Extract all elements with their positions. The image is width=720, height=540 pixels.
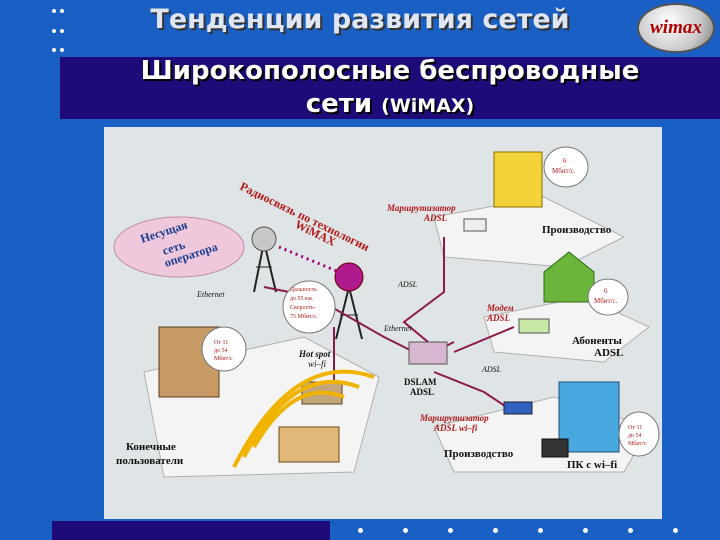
- tower-right-icon: [334, 262, 364, 340]
- dslam-label-1: DSLAM: [404, 377, 437, 387]
- distance-note-4: 75 Мбит/с.: [290, 313, 318, 320]
- subscribers-label-2: ADSL: [594, 347, 623, 359]
- cable-adsl-modem: [453, 326, 515, 353]
- wifi-router-icon: [503, 401, 533, 415]
- ethernet-left-label: Ethernet: [196, 290, 225, 299]
- adsl-label-2: ADSL: [481, 365, 502, 374]
- slide-title-top: Тенденции развития сетей: [150, 4, 570, 35]
- title-sub-ru: сети: [305, 89, 373, 119]
- dslam-label-2: ADSL: [410, 387, 434, 397]
- distance-note-2: до 55 км.: [290, 296, 314, 302]
- speed-hotspot-2: до 54: [214, 348, 228, 354]
- wifi-waves: [232, 369, 375, 468]
- title-band: [60, 57, 720, 119]
- decor-dots-bottom: [330, 528, 720, 534]
- speed-factory-1: 6: [563, 157, 567, 165]
- factory-label: Производство: [542, 224, 612, 236]
- adsl-label-1: ADSL: [397, 280, 418, 289]
- cable-adsl-top: [402, 237, 445, 348]
- factory2-label: Производство: [444, 448, 514, 460]
- tower-left-icon: [251, 226, 277, 293]
- speed-bubble-hotspot: [201, 326, 247, 372]
- modem-label-1: Модем: [486, 303, 514, 313]
- factory-building-icon: [493, 151, 543, 208]
- operator-cloud: [113, 216, 245, 278]
- cable-adsl-wifi: [433, 371, 515, 413]
- house-users-icon: [278, 426, 340, 463]
- speed-bubble-wifi: [618, 411, 660, 457]
- router-top-label-1: Маршрутизатор: [386, 203, 456, 213]
- network-diagram: Несущая сеть оператора: [104, 127, 662, 519]
- speed-home-1: 6: [604, 287, 608, 295]
- decor-dots-left: [0, 0, 64, 60]
- distance-note-1: Дальность: [290, 287, 317, 293]
- modem-label-2: ADSL: [486, 313, 511, 323]
- hotspot-label-2: wi–fi: [308, 359, 327, 369]
- router-wifi-label-1: Маршрутизатор: [419, 413, 489, 423]
- wimax-logo-text: wimax: [650, 17, 702, 38]
- speed-bubble-factory: [543, 146, 589, 188]
- title-sub-paren: (WiMAX): [381, 95, 475, 117]
- ethernet-mid-label: Ethernet: [383, 324, 412, 333]
- speed-wifi-1: От 11: [628, 425, 642, 431]
- pc-label: ПК с wi–fi: [567, 459, 617, 471]
- subscribers-label-1: Абоненты: [572, 335, 622, 347]
- speed-bubble-distance: [282, 280, 336, 334]
- router-top-icon: [463, 218, 487, 232]
- cloud-label-2: сеть: [161, 237, 188, 258]
- hotspot-label-1: Hot spot: [298, 349, 331, 359]
- speed-factory-2: Мбит/с.: [552, 167, 576, 175]
- speed-hotspot-3: Мбит/с: [214, 355, 233, 362]
- router-top-label-2: ADSL: [423, 213, 448, 223]
- wimax-logo: wimax: [637, 3, 715, 53]
- speed-home-2: Мбит/с.: [594, 297, 618, 305]
- distance-note-3: Скорость-: [290, 305, 316, 311]
- speed-wifi-2: до 54: [628, 433, 642, 439]
- speed-hotspot-1: От 11: [214, 340, 228, 346]
- speed-wifi-3: Мбит/с: [628, 440, 647, 447]
- title-sub-line: сети (WiMAX): [60, 88, 720, 123]
- radio-link-dots: [278, 245, 340, 274]
- slide-title-main: Широкополосные беспроводные сети (WiMAX): [60, 55, 720, 123]
- speed-bubble-home: [587, 278, 629, 316]
- laptop-icon: [541, 438, 569, 458]
- network-diagram-svg: Несущая сеть оператора: [113, 146, 660, 478]
- dslam-icon: [408, 341, 448, 365]
- modem-icon: [518, 318, 550, 334]
- office-building-icon: [558, 381, 620, 453]
- end-users-label-1: Конечные: [126, 441, 176, 453]
- router-wifi-label-2: ADSL wi–fi: [433, 423, 478, 433]
- title-main-line: Широкополосные беспроводные: [140, 56, 640, 86]
- bottom-bar: [52, 521, 330, 540]
- end-users-label-2: пользователи: [116, 455, 184, 467]
